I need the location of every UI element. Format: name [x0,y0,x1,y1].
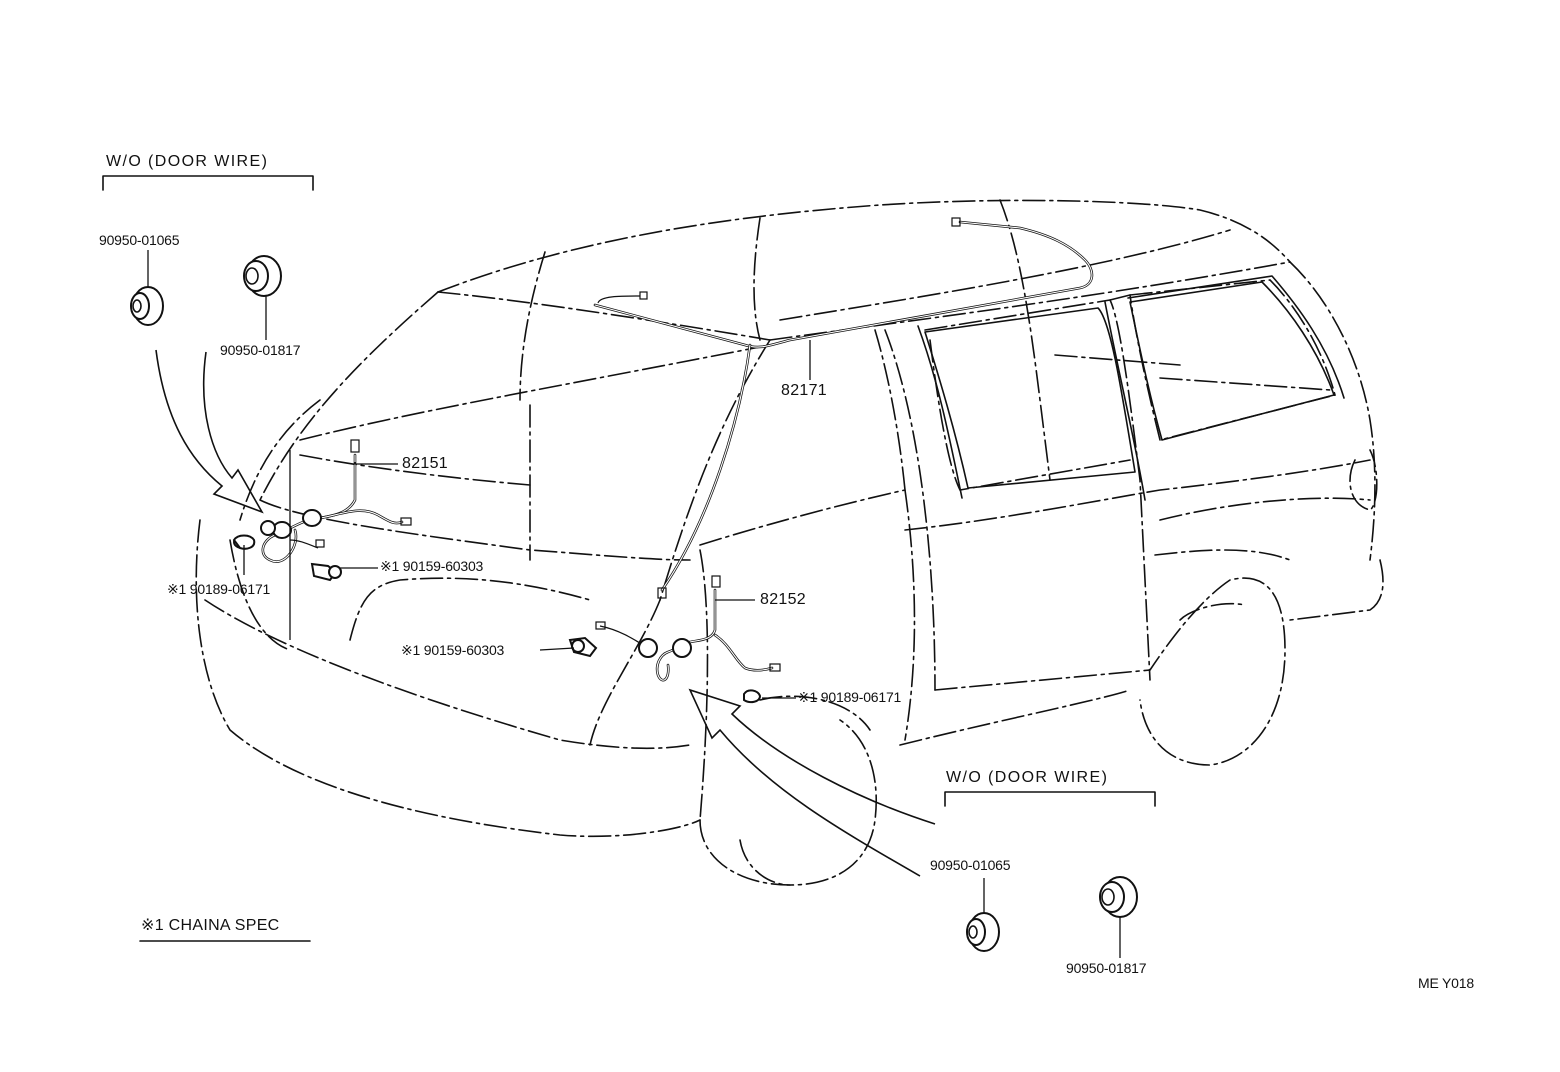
part-number-grommet-a-top-left: 90950-01065 [99,232,180,248]
part-number-slide-door-wire: 82152 [760,591,806,608]
part-number-front-door-wire: 82151 [402,455,448,472]
van-body-outline [195,199,1384,886]
grommet-bottom-right-b [1099,876,1138,918]
part-number-clip-front: ※1 90189-06171 [167,581,271,597]
pointer-arrow-rear [688,688,936,877]
part-number-grommet-b-top-left: 90950-01817 [220,342,301,358]
slide-door-wire-harness [595,575,781,682]
part-number-grommet-a-bottom-right: 90950-01065 [930,857,1011,873]
note-china-spec: ※1 CHAINA SPEC [141,917,280,934]
header-bracket-bottom [944,791,1156,807]
part-number-roof-wire: 82171 [781,382,827,399]
clip-parts [232,534,762,704]
leader-lines [147,250,1121,958]
header-bracket-top [102,175,314,191]
part-number-clamp-rear: ※1 90159-60303 [401,642,505,658]
header-bottom-right: W/O (DOOR WIRE) [946,769,1109,786]
pointer-arrow-front [155,349,264,514]
figure-code: ME Y018 [1418,975,1474,991]
window-outlines [917,275,1345,501]
grommet-top-left-b [243,255,282,297]
part-number-clamp-front: ※1 90159-60303 [380,558,484,574]
header-top-left: W/O (DOOR WIRE) [106,153,269,170]
part-number-clip-rear: ※1 90189-06171 [798,689,902,705]
roof-wire-harness [593,217,1094,599]
part-number-grommet-b-bottom-right: 90950-01817 [1066,960,1147,976]
grommet-top-left-a [130,286,164,326]
grommet-bottom-right-a [966,912,1000,952]
